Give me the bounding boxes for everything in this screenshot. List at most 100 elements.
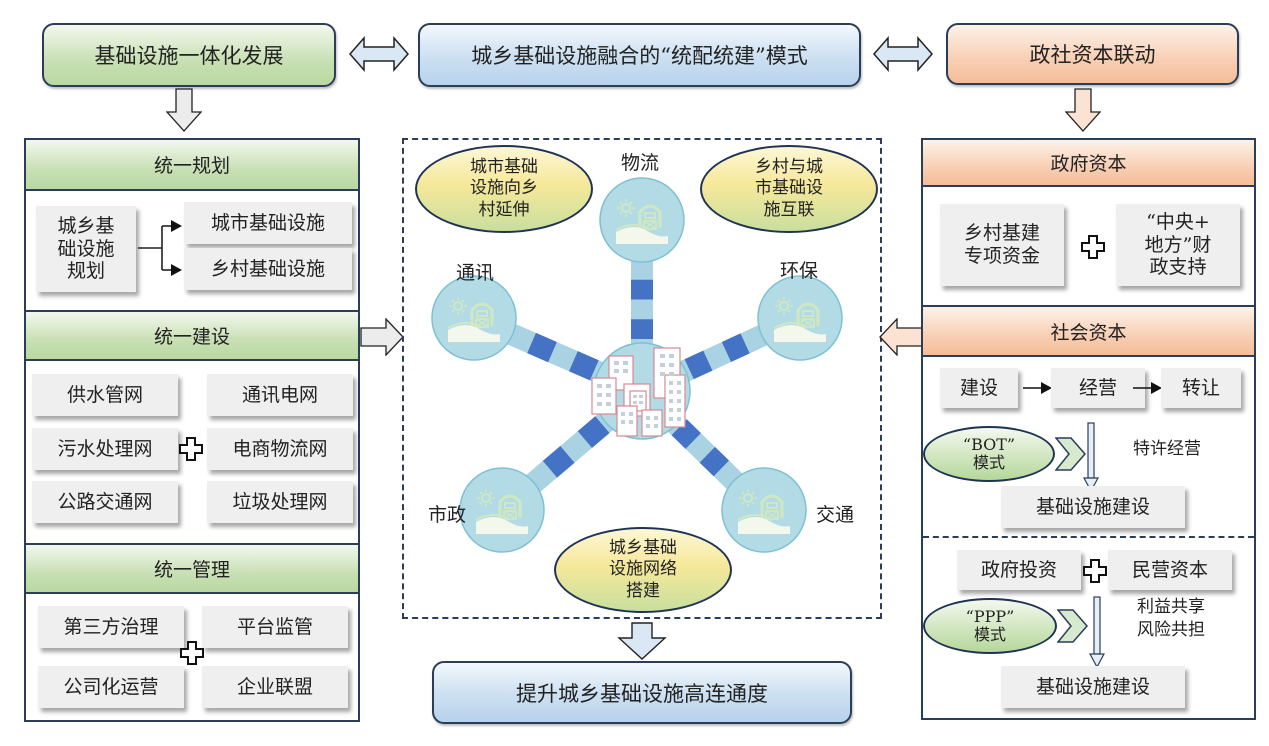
top-right-box: 政社资本联动: [946, 23, 1239, 85]
text-line: 企业联盟: [236, 675, 313, 698]
text-line: “中央+: [1146, 210, 1210, 233]
hub-network-diagram: [431, 177, 843, 553]
planning-target-urban: 城市基础设施: [184, 202, 352, 244]
text-line: 利益共享: [1137, 597, 1205, 617]
top-center-box: 城乡基础设施融合的“统配统建”模式: [418, 23, 861, 87]
management-item: 企业联盟: [202, 666, 348, 708]
construction-item: 电商物流网: [207, 428, 353, 470]
ppp-source-private: 民营资本: [1108, 550, 1232, 590]
text-line: 污水处理网: [57, 437, 153, 460]
text-line: 基础设施建设: [1035, 675, 1150, 698]
ellipse-urban-extension: 城市基础 设施向乡 村延伸: [415, 145, 593, 233]
text-line: 乡村基础设施: [210, 257, 325, 280]
ppp-model-ellipse: “PPP” 模式: [923, 598, 1057, 654]
planning-target-rural: 乡村基础设施: [184, 248, 352, 290]
section-divider: [923, 536, 1254, 538]
management-item: 平台监管: [202, 606, 348, 648]
text-line: 转让: [1181, 376, 1220, 399]
link-segment: [671, 419, 701, 449]
node-label-telecom: 通讯: [456, 262, 495, 284]
construction-item: 供水管网: [32, 374, 178, 416]
arrow-right-icon: [1133, 382, 1162, 394]
left-panel: 统一规划 城乡基 础设施 规划 城市基础设施 乡村基础设施 统一建设 供水管网 …: [24, 138, 360, 722]
ppp-note: 利益共享 风险共担: [1137, 596, 1205, 642]
double-arrow-left-icon: [349, 36, 409, 72]
link-segment: [569, 351, 599, 381]
text-line: 基础设施建设: [1035, 495, 1150, 518]
link-segment: [542, 446, 575, 478]
bot-result-box: 基础设施建设: [1001, 486, 1185, 528]
link-segment: [631, 279, 653, 300]
text-line: 供水管网: [66, 383, 143, 406]
management-header-label: 统一管理: [153, 559, 230, 581]
text-line: 乡村基建: [963, 222, 1040, 245]
ellipse-network-build: 城乡基础 设施网络 搭建: [554, 527, 732, 613]
text-line: 规划: [66, 260, 105, 283]
link-segment: [527, 332, 557, 363]
text-line: 乡村与城: [755, 157, 823, 178]
text-line: 城乡基: [57, 214, 115, 237]
node-municipal: [459, 467, 545, 553]
gov-item-fiscal-support: “中央+ 地方”财 政支持: [1116, 204, 1240, 286]
text-line: 础设施: [57, 237, 115, 260]
arrow-right-icon: [1023, 382, 1052, 394]
social-capital-label: 社会资本: [1050, 321, 1127, 344]
text-line: 地方”财: [1144, 233, 1212, 256]
node-telecom: [431, 275, 517, 361]
node-logistics: [599, 177, 685, 263]
construction-header: 统一建设: [26, 310, 358, 361]
text-line: 政府投资: [980, 558, 1057, 581]
city-buildings-icon: [591, 347, 686, 437]
result-text: 提升城乡基础设施高连通度: [516, 681, 768, 706]
text-line: 第三方治理: [63, 615, 159, 638]
bot-step-build: 建设: [940, 368, 1018, 408]
node-label-transport: 交通: [816, 504, 855, 526]
management-header: 统一管理: [26, 543, 358, 594]
node-transport: [721, 467, 807, 553]
down-arrow-icon: [1065, 88, 1101, 132]
text-line: “BOT”: [962, 434, 1016, 454]
node-label-logistics: 物流: [621, 152, 660, 174]
plus-icon: [180, 641, 204, 665]
planning-source-box: 城乡基 础设施 规划: [36, 206, 136, 292]
text-line: 城乡基础: [609, 538, 677, 559]
gov-item-special-fund: 乡村基建 专项资金: [940, 204, 1064, 286]
top-right-title: 政社资本联动: [1029, 43, 1156, 67]
bot-note: 特许经营: [1133, 439, 1201, 459]
result-box: 提升城乡基础设施高连通度: [432, 661, 852, 724]
down-arrow-thin-icon: [1083, 422, 1099, 492]
text-line: 施互联: [763, 199, 815, 220]
text-line: “PPP”: [965, 606, 1015, 626]
text-line: 设施网络: [609, 559, 677, 580]
text-line: 设施向乡: [470, 178, 538, 199]
center-hub-container: [402, 138, 882, 619]
text-line: 模式: [973, 625, 1006, 644]
bot-model-ellipse: “BOT” 模式: [923, 426, 1055, 482]
text-line: 公司化运营: [63, 675, 159, 698]
node-environment: [757, 275, 843, 361]
text-line: 电商物流网: [232, 437, 328, 460]
text-line: 垃圾处理网: [232, 490, 328, 513]
construction-item: 污水处理网: [32, 428, 178, 470]
link-segment: [699, 446, 730, 477]
top-left-box: 基础设施一体化发展: [42, 23, 336, 87]
construction-item: 公路交通网: [32, 481, 178, 523]
chevron-right-icon: [1055, 437, 1086, 471]
plus-icon: [1083, 559, 1107, 583]
social-capital-header: 社会资本: [923, 305, 1254, 357]
text-line: 城市基础设施: [210, 211, 325, 234]
text-line: 平台监管: [236, 615, 313, 638]
branch-connector-icon: [138, 220, 182, 276]
text-line: 村延伸: [478, 199, 530, 220]
planning-header-label: 统一规划: [153, 155, 230, 177]
text-line: 建设: [959, 376, 998, 399]
ppp-result-box: 基础设施建设: [1001, 666, 1185, 708]
node-label-municipal: 市政: [428, 504, 467, 526]
text-line: 民营资本: [1131, 558, 1208, 581]
management-item: 第三方治理: [38, 606, 184, 648]
text-line: 城市基础: [470, 157, 538, 178]
down-arrow-icon: [617, 622, 667, 660]
plus-icon: [179, 437, 203, 461]
text-line: 市基础设: [755, 178, 823, 199]
construction-item: 通讯电网: [207, 374, 353, 416]
